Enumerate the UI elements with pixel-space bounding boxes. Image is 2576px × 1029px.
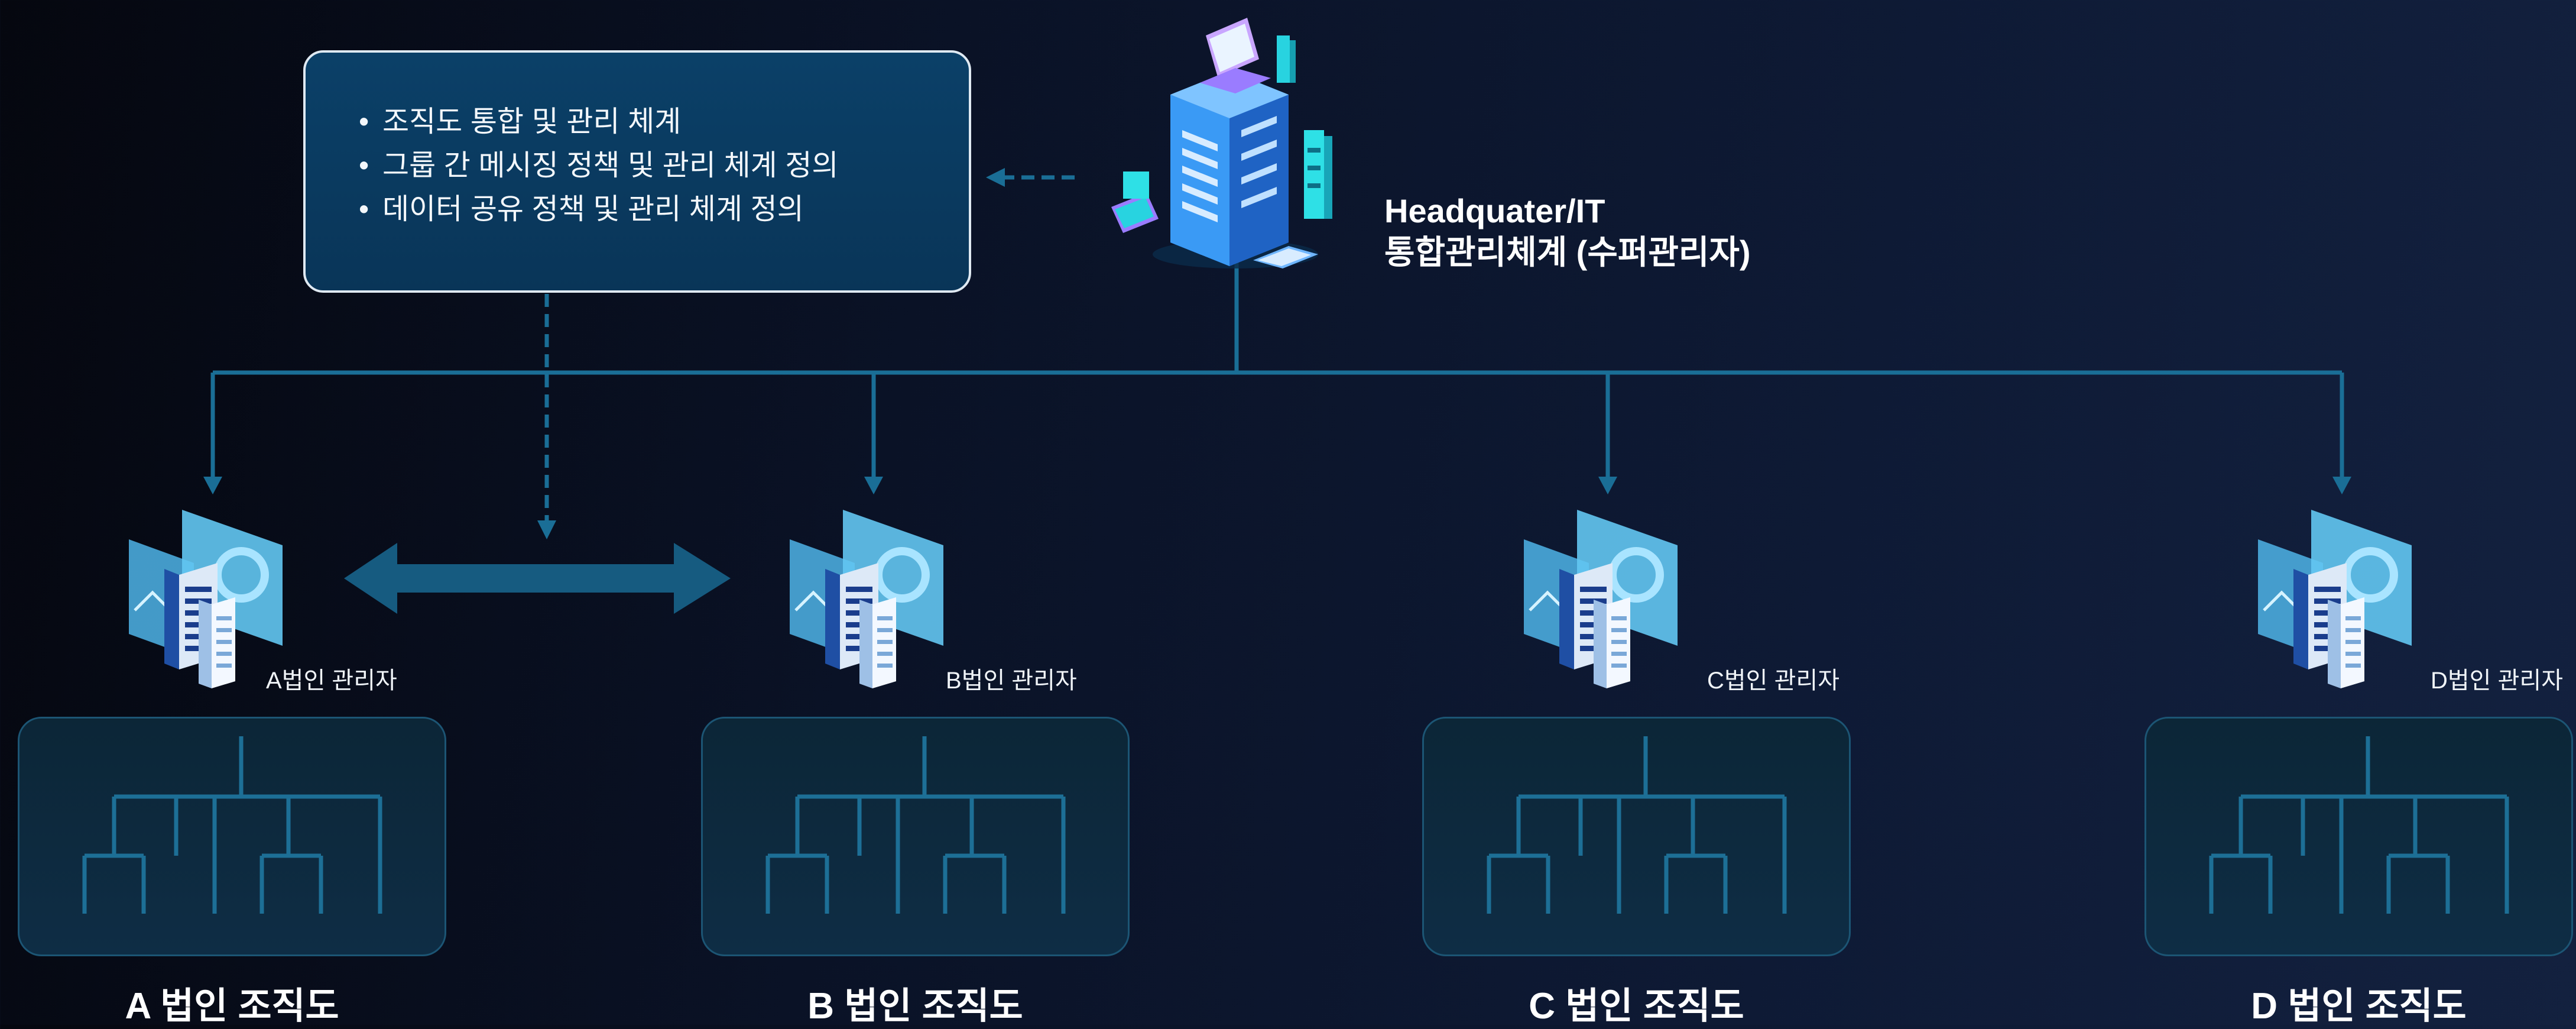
dashed-arrow-head-left xyxy=(986,168,1005,187)
org-title-c: C 법인 조직도 xyxy=(1529,986,1744,1027)
org-tree-icon xyxy=(82,736,382,914)
drop-arrow-b xyxy=(864,477,883,494)
policy-box: 조직도 통합 및 관리 체계 그룹 간 메시징 정책 및 관리 체계 정의 데이… xyxy=(303,50,971,293)
org-title-b: B 법인 조직도 xyxy=(807,986,1023,1027)
policy-item: 조직도 통합 및 관리 체계 xyxy=(359,100,969,144)
server-with-devices-icon xyxy=(1111,18,1332,268)
headquarter-title-line2: 통합관리체계 (수퍼관리자) xyxy=(1384,234,1751,271)
server-with-dashboard-icon xyxy=(2258,510,2412,688)
org-title-d: D 법인 조직도 xyxy=(2251,986,2467,1027)
server-with-dashboard-icon xyxy=(129,510,283,688)
admin-label-a: A법인 관리자 xyxy=(266,668,397,694)
admin-label-d: D법인 관리자 xyxy=(2431,668,2563,694)
org-chart-box-d xyxy=(2144,717,2573,956)
policy-item: 데이터 공유 정책 및 관리 체계 정의 xyxy=(359,187,969,231)
policy-item: 그룹 간 메시징 정책 및 관리 체계 정의 xyxy=(359,144,969,187)
admin-label-c: C법인 관리자 xyxy=(1707,668,1839,694)
org-chart-box-a xyxy=(18,717,446,956)
dashed-arrow-head-down xyxy=(537,520,556,539)
org-chart-box-c xyxy=(1422,717,1851,956)
org-tree-icon xyxy=(765,736,1066,914)
policy-list: 조직도 통합 및 관리 체계 그룹 간 메시징 정책 및 관리 체계 정의 데이… xyxy=(359,100,969,231)
admin-label-b: B법인 관리자 xyxy=(946,668,1077,694)
org-tree-icon xyxy=(2209,736,2509,914)
org-tree-icon xyxy=(1487,736,1787,914)
double-arrow-a-b xyxy=(344,543,731,614)
drop-arrow-c xyxy=(1598,477,1617,494)
org-title-a: A 법인 조직도 xyxy=(125,986,339,1027)
server-with-dashboard-icon xyxy=(1524,510,1678,688)
org-chart-box-b xyxy=(701,717,1130,956)
headquarter-title-line1: Headquater/IT xyxy=(1384,192,1605,229)
drop-arrow-a xyxy=(203,477,222,494)
drop-arrow-d xyxy=(2332,477,2351,494)
server-with-dashboard-icon xyxy=(790,510,943,688)
headquarter-title: Headquater/IT 통합관리체계 (수퍼관리자) xyxy=(1384,190,1751,273)
